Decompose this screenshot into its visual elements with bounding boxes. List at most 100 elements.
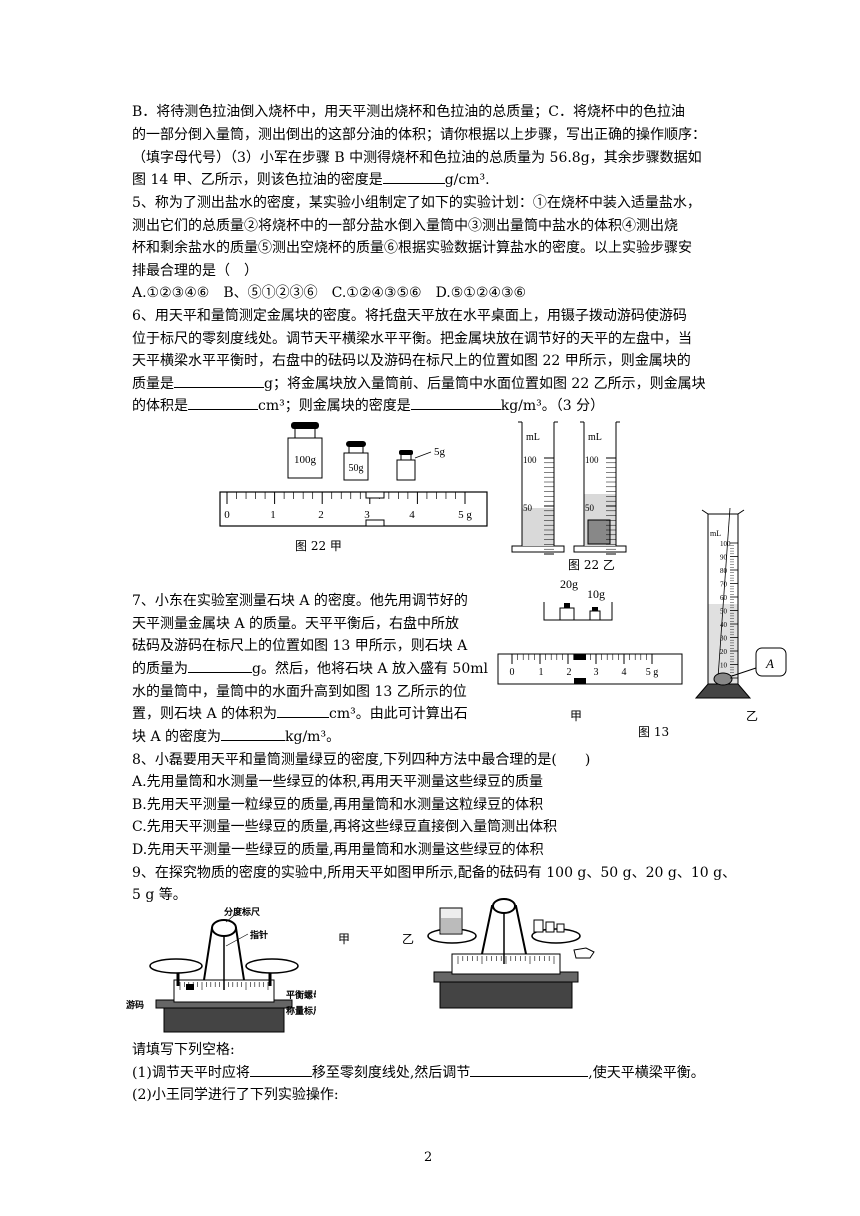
q4-line-1: B．将待测色拉油倒入烧杯中，用天平测出烧杯和色拉油的总质量；C．将烧杯中的色拉油 [132, 104, 685, 120]
q5-line-1: 5、称为了测出盐水的密度，某实验小组制定了如下的实验计划：①在烧杯中装入适量盐水… [132, 195, 701, 211]
ruler-labels: 0 1 2 3 4 5 g [224, 509, 472, 521]
q9-step-2: (2)小王同学进行了下列实验操作: [132, 1087, 339, 1103]
svg-text:100: 100 [523, 455, 537, 465]
left-pan [149, 958, 203, 974]
q7-line-1: 7、小东在实验室测量石块 A 的密度。他先用调节好的 [132, 593, 468, 609]
answer-blank[interactable] [470, 1062, 589, 1077]
svg-text:2: 2 [567, 667, 572, 678]
answer-blank[interactable] [382, 169, 445, 184]
rider [365, 491, 385, 499]
q4-line-2: 的一部分倒入量筒，测出倒出的这部分油的体积；请你根据以上步骤，写出正确的操作顺序… [132, 127, 706, 143]
answer-blank[interactable] [188, 658, 252, 673]
q7-line-2: 天平测量金属块 A 的质量。天平平衡后，右盘中所放 [132, 616, 460, 632]
figure-a-label: 甲 [338, 932, 351, 946]
q6-line-1: 6、用天平和量筒测定金属块的密度。将托盘天平放在水平桌面上，用镊子拨动游码使游码 [132, 308, 687, 324]
right-pan [245, 958, 299, 974]
q5-line-3: 杯和剩余盐水的质量⑤测出空烧杯的质量⑥根据实验数据计算盐水的密度。以上实验步骤安 [132, 240, 692, 256]
svg-text:5g: 5g [434, 446, 446, 458]
svg-text:1: 1 [539, 667, 544, 678]
svg-text:70: 70 [720, 581, 728, 589]
metal-block [587, 519, 611, 545]
svg-text:50: 50 [720, 608, 728, 616]
q5-line-2: 测出它们的总质量②将烧杯中的一部分盐水倒入量筒中③测出量筒中盐水的体积④测出烧 [132, 218, 678, 234]
q4-line-3: （填字母代号）（3）小军在步骤 B 中测得烧杯和色拉油的总质量为 56.8g，其… [132, 150, 702, 166]
svg-text:5 g: 5 g [646, 667, 659, 678]
answer-blank[interactable] [249, 1062, 312, 1077]
figure-22a-balance-ruler: 100g 50g 5g 0 1 2 3 4 5 g [219, 422, 488, 527]
ruler-ticks [511, 654, 653, 664]
q9-line-2: 5 g 等。 [132, 887, 187, 903]
figure-22b-cylinders: mL 100 50 mL 100 50 [511, 421, 627, 555]
svg-text:10g: 10g [587, 587, 605, 601]
weight-50g: 50g [343, 441, 369, 481]
q7-line-5: 水的量筒中，量筒中的水面升高到如图 13 乙所示的位 [132, 684, 467, 700]
answer-blank[interactable] [188, 395, 258, 410]
cylinder-before: mL 100 50 [511, 421, 565, 555]
svg-text:3: 3 [364, 509, 370, 521]
svg-text:5 g: 5 g [458, 509, 472, 521]
svg-text:50g: 50g [349, 463, 364, 474]
q8-option-b: B.先用天平测量一粒绿豆的质量,再用量筒和水测量这粒绿豆的体积 [132, 797, 544, 813]
svg-text:40: 40 [720, 621, 728, 629]
svg-text:游码: 游码 [126, 999, 144, 1010]
svg-text:20: 20 [720, 648, 728, 656]
q8-stem: 8、小磊要用天平和量筒测量绿豆的密度,下列四种方法中最合理的是( ) [132, 752, 591, 768]
svg-text:20g: 20g [560, 577, 578, 591]
svg-text:分度标尺: 分度标尺 [224, 906, 260, 917]
answer-blank[interactable] [277, 703, 330, 718]
ruler-ticks [226, 492, 466, 504]
q9-step-1: (1)调节天平时应将移至零刻度线处,然后调节,使天平横梁平衡。 [132, 1062, 705, 1084]
svg-text:10: 10 [720, 662, 728, 670]
svg-text:mL: mL [526, 432, 540, 443]
rider-bottom [574, 678, 586, 684]
svg-text:100g: 100g [294, 454, 317, 466]
svg-text:80: 80 [720, 567, 728, 575]
weight-100g: 100g [287, 422, 323, 479]
ruler-labels: 0 1 2 3 4 5 g [510, 667, 659, 678]
svg-text:50: 50 [523, 503, 533, 513]
svg-text:0: 0 [224, 509, 230, 521]
svg-text:90: 90 [720, 554, 728, 562]
q6-line-3: 天平横梁水平平衡时，右盘中的砝码以及游码在标尺上的位置如图 22 甲所示，则金属… [132, 353, 691, 369]
stone-label-box [755, 647, 787, 677]
figure-balance-labelled: 分度标尺 指针 平衡螺母 称量标尺 游码 [126, 906, 316, 1033]
q5-line-4: 排最合理的是（ ） [132, 263, 258, 279]
weight-20g [559, 603, 575, 621]
q8-option-c: C.先用天平测量一些绿豆的质量,再将这些绿豆直接倒入量筒测出体积 [132, 819, 558, 835]
q9-fill-intro: 请填写下列空格: [132, 1042, 235, 1058]
cylinder-scale-labels: 100 90 80 70 60 50 40 30 20 10 [720, 540, 731, 670]
answer-blank[interactable] [221, 726, 286, 741]
page-number: 2 [424, 1150, 433, 1165]
answer-blank[interactable] [410, 395, 501, 410]
rider [574, 654, 586, 660]
weight-5g: 5g [396, 446, 446, 481]
figure-22a-caption: 图 22 甲 [295, 539, 342, 553]
q9-line-1: 9、在探究物质的密度的实验中,所用天平如图甲所示,配备的砝码有 100 g、50… [132, 865, 737, 881]
q7-line-3: 砝码及游码在标尺上的位置如图 13 甲所示，则石块 A [132, 638, 468, 654]
svg-text:0: 0 [510, 667, 515, 678]
svg-text:60: 60 [720, 594, 728, 602]
svg-text:4: 4 [409, 509, 415, 521]
figure-13-caption: 图 13 [638, 725, 670, 739]
svg-text:mL: mL [588, 432, 602, 443]
svg-text:30: 30 [720, 635, 728, 643]
answer-blank[interactable] [174, 373, 264, 388]
q8-option-d: D.先用天平测量一些绿豆的质量,再用量筒和水测量这些绿豆的体积 [132, 842, 544, 858]
figure-b-label: 乙 [402, 932, 415, 946]
figure-13a-label: 甲 [570, 709, 583, 723]
figure-13b-label: 乙 [746, 709, 759, 723]
svg-text:100: 100 [585, 455, 599, 465]
figure-13b-cylinder: mL 100 90 80 70 60 50 40 30 20 10 A [694, 507, 787, 699]
figure-13a-balance-ruler: 20g 10g 0 1 2 3 4 5 g [497, 577, 683, 685]
svg-text:50: 50 [585, 503, 595, 513]
svg-text:100: 100 [720, 540, 731, 548]
q6-line-2: 位于标尺的零刻度线处。调节天平横梁水平平衡。把金属块放在调节好的天平的左盘中，当 [132, 331, 692, 347]
svg-text:平衡螺母: 平衡螺母 [286, 989, 316, 1000]
